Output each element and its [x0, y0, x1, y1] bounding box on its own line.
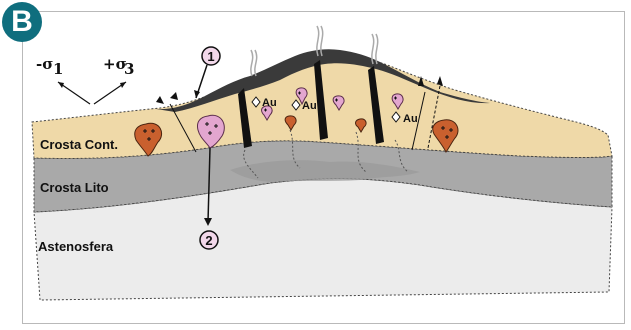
panel-badge: B: [2, 2, 42, 42]
sigma1-subscript: 1: [53, 60, 63, 78]
marker-1-label: 1: [207, 49, 214, 64]
fault-arrow: [170, 92, 178, 100]
sigma1-label: -σ: [36, 55, 53, 73]
au-label: Au: [302, 100, 317, 112]
arrow-head: [58, 82, 64, 88]
au-label: Au: [403, 113, 418, 125]
au-label: Au: [262, 97, 277, 109]
layer-label-litho: Crosta Lito: [40, 180, 109, 195]
layer-label-astheno: Astenosfera: [38, 239, 114, 254]
sigma3-subscript: 3: [124, 60, 134, 78]
fault-arrow: [156, 96, 164, 104]
volcanic-plume: [255, 50, 257, 76]
volcanic-plume: [251, 50, 253, 76]
volcanic-plume: [376, 34, 378, 64]
arrow-head: [120, 82, 126, 88]
layer-label-crust: Crosta Cont.: [40, 137, 118, 152]
marker-2-label: 2: [205, 233, 212, 248]
